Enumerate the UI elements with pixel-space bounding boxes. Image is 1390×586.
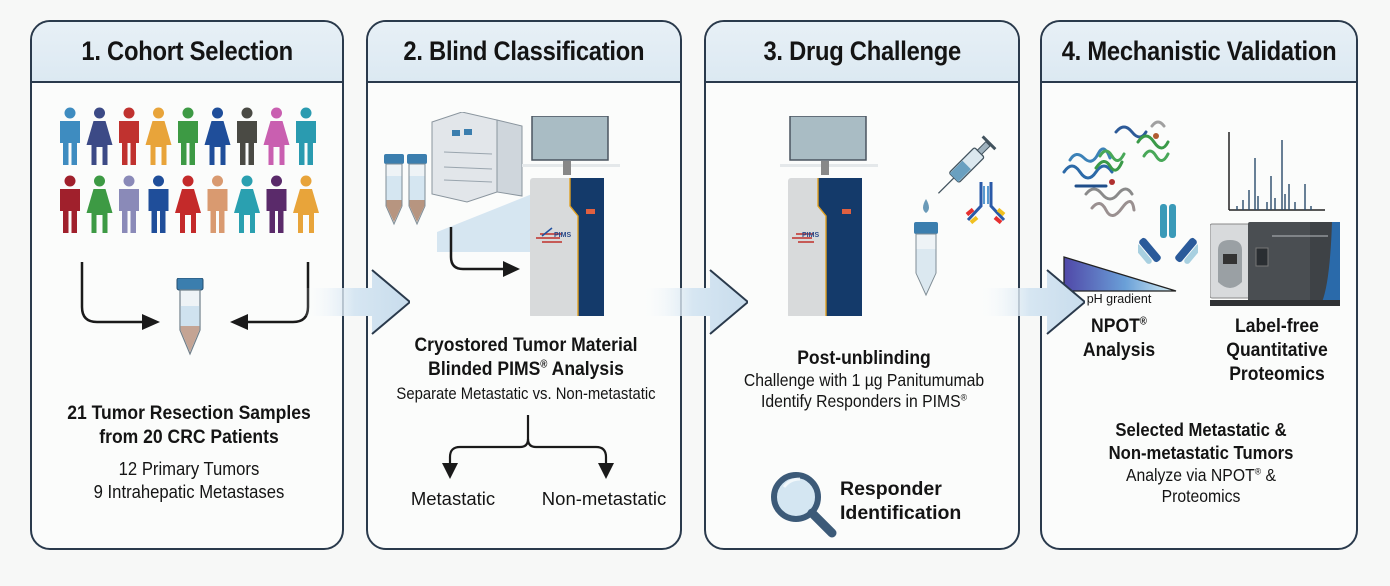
panel-cohort-selection: 1. Cohort Selection 21 Tumor Resection S…: [30, 20, 344, 550]
person-icon: [204, 107, 231, 165]
panel-header: 4. Mechanistic Validation: [1042, 22, 1356, 83]
connector-arrow-3-4: [975, 269, 1085, 335]
pims-instrument-icon: PIMS: [780, 115, 888, 321]
person-icon: [178, 107, 198, 165]
panel-header: 1. Cohort Selection: [32, 22, 342, 83]
ph-gradient-label: pH gradient: [1086, 292, 1152, 306]
validation-details: Analyze via NPOT® & Proteomics: [1126, 465, 1276, 507]
branch-metastatic: Metastatic: [410, 488, 496, 509]
panel-drug-challenge: 3. Drug Challenge PIMS: [704, 20, 1020, 550]
panel-title: 1. Cohort Selection: [81, 36, 293, 66]
connector-arrow-1-2: [300, 269, 410, 335]
person-icon: [145, 107, 172, 165]
cryo-freezer-icon: [384, 112, 542, 252]
mass-spectrum-icon: [1228, 132, 1325, 211]
person-icon: [293, 175, 319, 233]
split-arrows-icon: [442, 415, 614, 479]
person-icon: [237, 107, 257, 165]
panel-title: 3. Drug Challenge: [763, 36, 961, 66]
sample-tube-icon: [176, 278, 204, 356]
panel-blind-classification: 2. Blind Classification: [366, 20, 682, 550]
npot-analysis-label: NPOT® Analysis: [1082, 315, 1156, 361]
person-icon: [86, 107, 113, 165]
proteomics-label: Label-free Quantitative Proteomics: [1226, 315, 1328, 385]
person-icon: [119, 107, 139, 165]
connector-arrow-2-3: [638, 269, 748, 335]
antibody-icon: [1138, 204, 1198, 264]
pims-logo: PIMS: [802, 232, 820, 239]
validation-summary: Selected Metastatic & Non-metastatic Tum…: [1108, 419, 1294, 463]
magnifier-icon: [771, 472, 837, 538]
person-icon: [234, 175, 260, 233]
panel-title: 2. Blind Classification: [403, 36, 645, 66]
person-icon: [86, 175, 113, 233]
panel-header: 2. Blind Classification: [368, 22, 680, 83]
cohort-summary: 21 Tumor Resection Samples from 20 CRC P…: [67, 402, 311, 448]
protein-structure-icon: [1062, 120, 1170, 217]
responder-identification: Responder Identification: [840, 478, 962, 524]
person-icon: [266, 175, 287, 233]
person-icon: [263, 107, 290, 165]
classification-heading: Cryostored Tumor Material Blinded PIMS® …: [414, 334, 638, 380]
antibody-icon: [965, 182, 1006, 225]
person-icon: [60, 107, 80, 165]
person-icon: [148, 175, 169, 233]
person-icon: [207, 175, 228, 233]
drug-drop-tube-icon: [914, 199, 938, 297]
panel-header: 3. Drug Challenge: [706, 22, 1018, 83]
mass-spectrometer-icon: [1210, 222, 1340, 306]
person-icon: [175, 175, 201, 233]
patient-figures-icon: [60, 107, 319, 233]
person-icon: [119, 175, 139, 233]
syringe-icon: [937, 135, 997, 194]
panel-title: 4. Mechanistic Validation: [1061, 36, 1337, 66]
classification-subtitle: Separate Metastatic vs. Non-metastatic: [396, 385, 656, 403]
branch-non-metastatic: Non-metastatic: [541, 488, 667, 509]
challenge-heading: Post-unblinding: [797, 347, 931, 369]
transfer-arrow-icon: [449, 227, 520, 277]
ph-gradient-icon: [1063, 256, 1177, 292]
panel-mechanistic-validation: 4. Mechanistic Validation: [1040, 20, 1358, 550]
cohort-details: 12 Primary Tumors 9 Intrahepatic Metasta…: [93, 458, 285, 502]
pims-logo: PIMS: [554, 232, 572, 239]
challenge-details: Challenge with 1 µg Panitumumab Identify…: [743, 370, 985, 412]
pims-instrument-icon: PIMS: [522, 115, 630, 321]
person-icon: [296, 107, 316, 165]
person-icon: [60, 175, 80, 233]
